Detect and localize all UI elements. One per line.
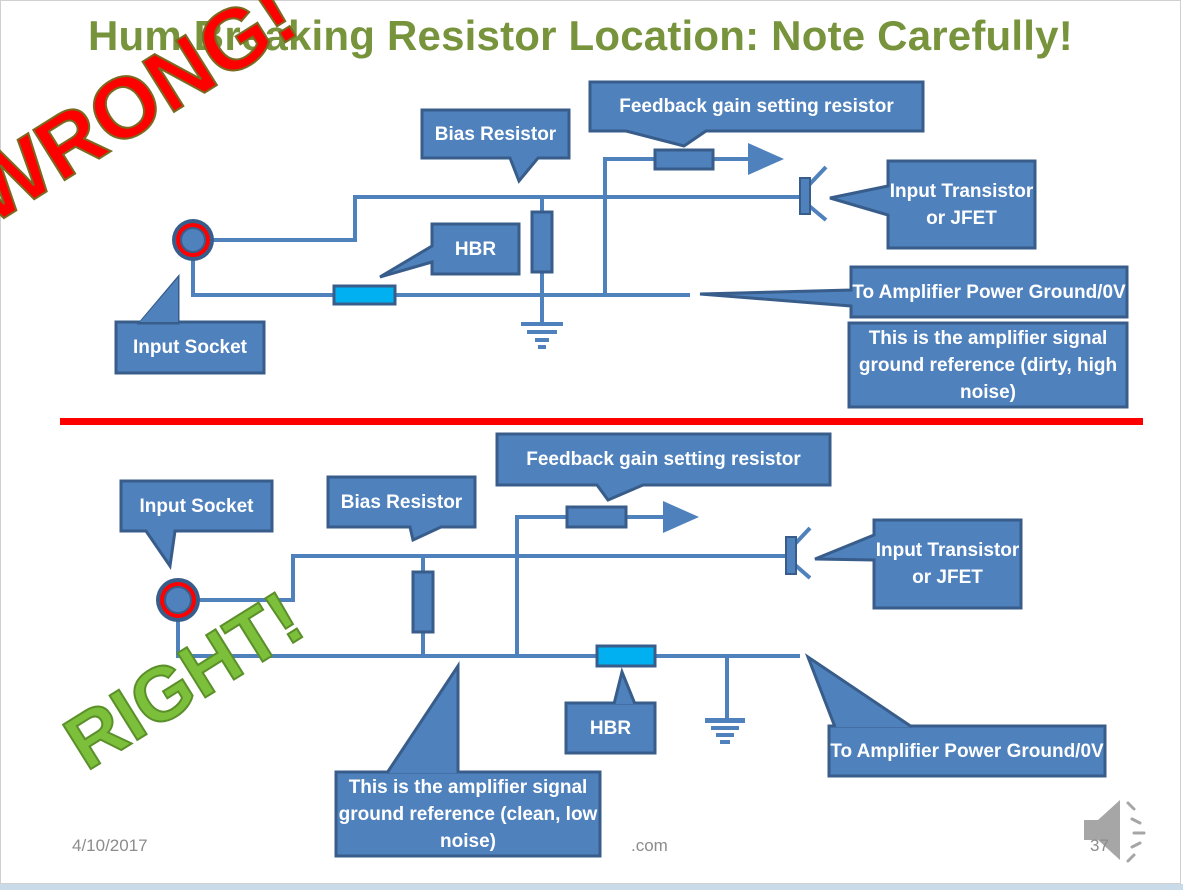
right-transistor-callout: Input Transistor or JFET xyxy=(875,540,1020,588)
right-input-socket-callout: Input Socket xyxy=(139,495,254,517)
wrong-wires xyxy=(191,143,828,322)
right-bias-resistor xyxy=(411,570,435,634)
footer-url: .com xyxy=(631,836,668,855)
wrong-bias-callout: Bias Resistor xyxy=(434,123,557,145)
right-input-socket xyxy=(156,578,200,622)
right-transistor-base xyxy=(785,536,797,575)
wrong-signal-ground-callout: This is the amplifier signal ground refe… xyxy=(858,327,1118,403)
right-power-ground-callout: To Amplifier Power Ground/0V xyxy=(830,740,1104,762)
right-signal-ground-callout: This is the amplifier signal ground refe… xyxy=(338,776,598,852)
wrong-transistor-callout-shape xyxy=(829,159,1037,250)
wrong-transistor-base xyxy=(799,177,811,215)
right-ground-wire xyxy=(176,617,597,658)
wrong-power-ground-callout: To Amplifier Power Ground/0V xyxy=(852,281,1126,303)
wrong-power-ground-callout-shape xyxy=(699,265,1129,319)
footer-page-number: 37 xyxy=(1090,836,1109,855)
right-ground-symbol xyxy=(705,718,745,744)
wrong-feedback-wire xyxy=(603,157,655,295)
right-wires xyxy=(176,501,812,718)
wrong-diagram xyxy=(114,80,1129,409)
right-signal-ground-callout-shape xyxy=(334,770,602,858)
wrong-ground-symbol xyxy=(521,322,563,349)
wrong-hbr-callout: HBR xyxy=(454,238,497,260)
right-transistor-callout-shape xyxy=(814,518,1023,610)
right-diagram xyxy=(119,432,1107,858)
wrong-bias-callout-shape xyxy=(420,108,571,184)
right-bias-callout: Bias Resistor xyxy=(340,491,463,513)
wrong-feedback-callout-shape xyxy=(588,80,925,148)
right-feedback-callout: Feedback gain setting resistor xyxy=(526,449,801,470)
wrong-feedback-callout: Feedback gain setting resistor xyxy=(619,96,894,117)
wrong-signal-wire xyxy=(207,195,800,242)
right-hbr-resistor xyxy=(595,644,657,668)
footer-date: 4/10/2017 xyxy=(72,836,148,855)
wrong-input-socket xyxy=(172,219,214,261)
right-power-ground-callout-shape xyxy=(827,724,1107,778)
right-bias-callout-shape xyxy=(326,475,477,543)
right-feedback-wire xyxy=(515,515,567,656)
wrong-hbr-callout-shape xyxy=(379,222,521,279)
wrong-hbr-resistor xyxy=(332,284,397,306)
wrong-signal-ground-callout-shape xyxy=(847,321,1129,409)
wrong-bias-resistor xyxy=(530,210,554,274)
speaker-icon[interactable] xyxy=(1084,800,1146,863)
slide-title: Hum Breaking Resistor Location: Note Car… xyxy=(88,12,1073,59)
section-divider xyxy=(60,418,1143,425)
wrong-transistor-callout: Input Transistor or JFET xyxy=(889,180,1034,229)
wrong-ground-wire xyxy=(191,256,690,297)
wrong-input-socket-callout: Input Socket xyxy=(132,337,247,358)
wrong-feedback-resistor xyxy=(653,148,715,171)
right-feedback-resistor xyxy=(565,505,628,529)
right-signal-wire xyxy=(192,554,786,602)
right-input-socket-callout-shape xyxy=(119,479,274,571)
bottom-strip xyxy=(0,884,1183,890)
right-hbr-callout: HBR xyxy=(589,717,632,739)
right-feedback-callout-shape xyxy=(495,432,832,502)
